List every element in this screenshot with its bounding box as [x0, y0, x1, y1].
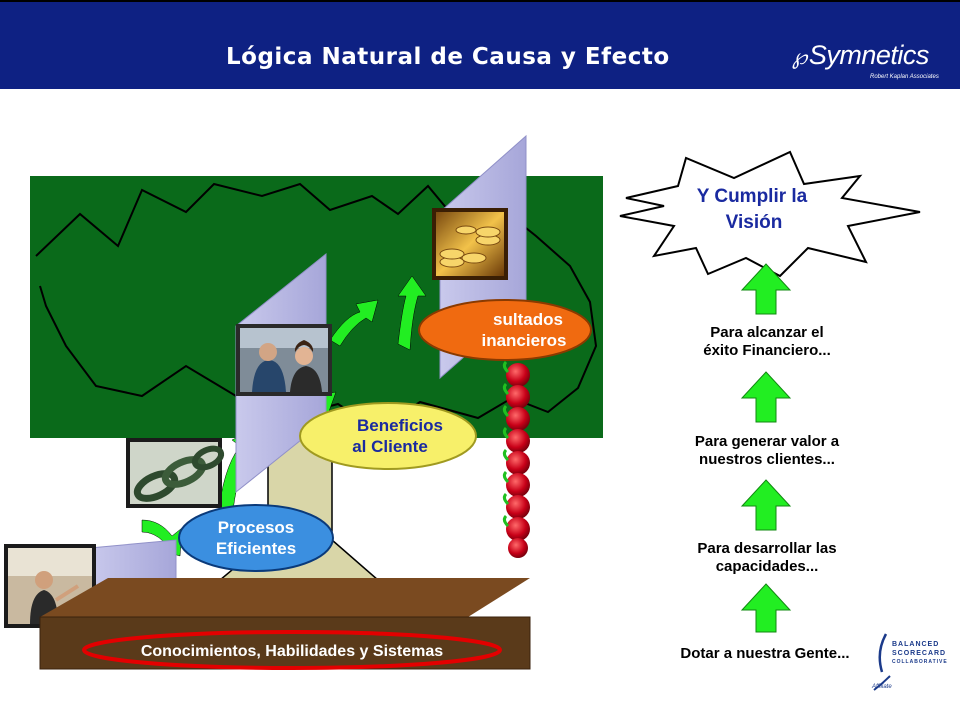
step-clientes-line1: Para generar valor a	[694, 433, 840, 450]
bsc-text: BALANCED SCORECARD COLLABORATIVE	[892, 640, 948, 667]
chain-photo-icon	[126, 438, 225, 508]
base-box-top	[40, 578, 530, 617]
bsc-swoosh-icon	[873, 633, 891, 691]
step-capacidades-line1: Para desarrollar las	[697, 540, 837, 557]
balanced-scorecard-badge: BALANCED SCORECARD COLLABORATIVE Affilia…	[872, 632, 952, 692]
vision-line2: Visión	[726, 212, 783, 233]
slide-title: Lógica Natural de Causa y Efecto	[226, 44, 670, 70]
up-arrow-icon	[740, 583, 792, 633]
bsc-affiliate: Affiliate	[872, 684, 892, 690]
node-procesos-line2: Eficientes	[216, 539, 296, 558]
node-resultados-line2: inancieros	[481, 331, 566, 350]
step-gente: Dotar a nuestra Gente...	[654, 645, 876, 663]
header-bar: Lógica Natural de Causa y Efecto ℘Symnet…	[0, 0, 960, 89]
canopy-outline	[35, 182, 598, 432]
step-capacidades-line2: capacidades...	[715, 558, 819, 575]
step-capacidades: Para desarrollar las capacidades...	[660, 540, 874, 576]
up-arrow-icon	[740, 479, 792, 531]
apple-chain-icon	[502, 360, 530, 558]
symnetics-mark-icon: ℘	[792, 44, 807, 69]
node-resultados	[418, 299, 592, 361]
bsc-line3: COLLABORATIVE	[892, 659, 948, 665]
vision-starburst	[619, 150, 921, 278]
node-procesos	[178, 504, 334, 572]
step-clientes: Para generar valor a nuestros clientes..…	[660, 433, 874, 469]
panel-customer	[235, 252, 332, 494]
node-beneficios	[299, 402, 477, 470]
node-beneficios-line1: Beneficios	[357, 416, 443, 435]
vision-line1: Y Cumplir la	[697, 186, 808, 207]
step-financiero-line2: éxito Financiero...	[703, 342, 831, 359]
growth-arrow-5	[397, 275, 427, 351]
step-gente-line1: Dotar a nuestra Gente...	[680, 645, 850, 662]
base-label: Conocimientos, Habilidades y Sistemas	[141, 643, 443, 660]
bsc-line2: SCORECARD	[892, 650, 947, 657]
logo-tagline: Robert Kaplan Associates	[870, 74, 939, 80]
bsc-line1: BALANCED	[892, 641, 940, 648]
node-resultados-line1: sultados	[493, 310, 563, 329]
step-financiero: Para alcanzar el éxito Financiero...	[660, 324, 874, 360]
step-clientes-line2: nuestros clientes...	[699, 451, 835, 468]
node-beneficios-line2: al Cliente	[352, 437, 428, 456]
base-label-oval	[82, 630, 502, 670]
up-arrow-icon	[740, 371, 792, 423]
growth-arrow-4	[329, 299, 379, 347]
node-procesos-line1: Procesos	[218, 518, 295, 537]
symnetics-logo: ℘Symnetics	[792, 40, 929, 71]
step-financiero-line1: Para alcanzar el	[710, 324, 824, 341]
up-arrow-icon	[740, 263, 792, 315]
logo-text: Symnetics	[808, 40, 930, 70]
